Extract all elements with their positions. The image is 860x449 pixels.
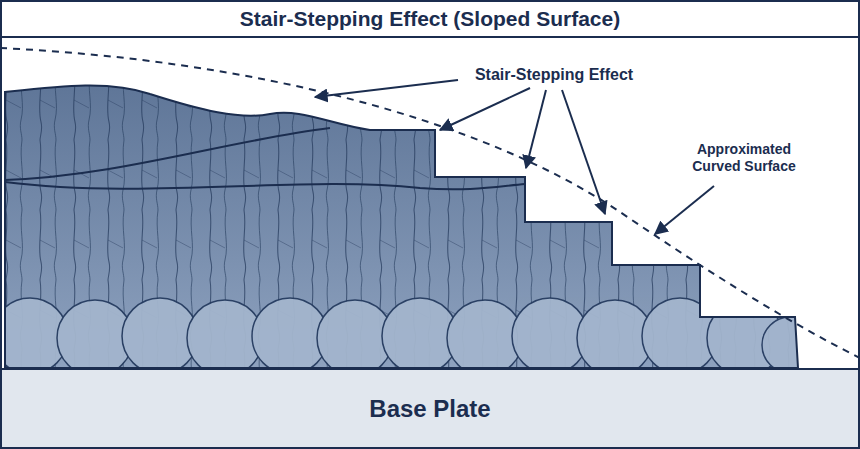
callout-label: Stair-Stepping Effect [473,65,635,85]
title-rule [0,36,860,38]
leader-lines [315,80,714,234]
plate-label: Base Plate [369,395,490,423]
diagram-title: Stair-Stepping Effect (Sloped Surface) [240,7,620,31]
base-plate: Base Plate [2,368,858,447]
approximated-curve [0,48,860,358]
deposit-outline [5,85,798,368]
grain-structure [0,60,860,376]
callout-label: Approximated Curved Surface [677,141,811,176]
